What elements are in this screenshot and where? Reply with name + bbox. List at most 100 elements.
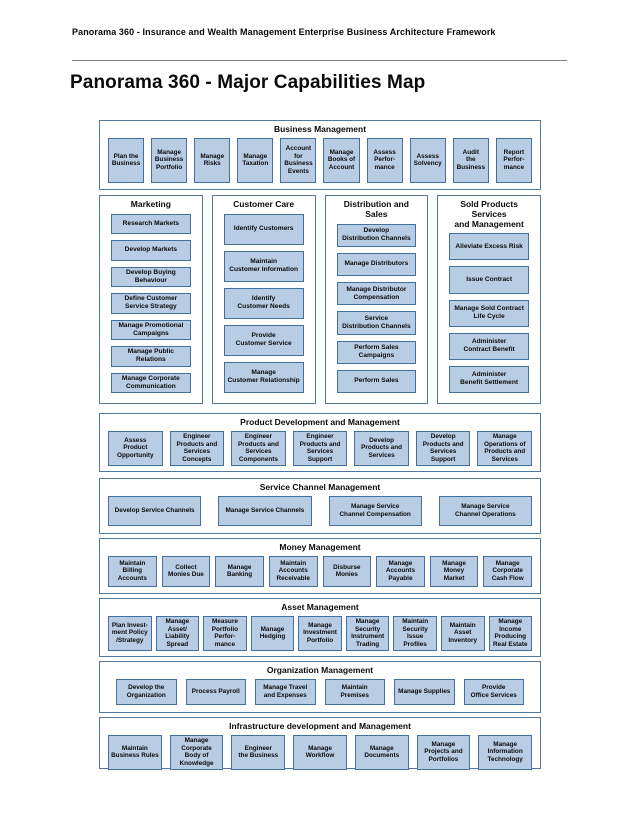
capability-box: Manage Distributor Compensation (336, 282, 417, 306)
document-header: Panorama 360 - Insurance and Wealth Mana… (72, 27, 496, 37)
capability-box: Develop Service Channels (108, 495, 202, 526)
capability-box: Maintain Customer Information (223, 250, 304, 282)
section-title: Business Management (273, 124, 367, 134)
section-title: Service Channel Management (259, 482, 381, 492)
capability-box: Develop Buying Behaviour (111, 266, 191, 288)
capability-box: Maintain Billing Accounts (108, 555, 157, 587)
capability-box: Research Markets (111, 213, 191, 235)
capability-box: Assess Perfor- mance (366, 137, 403, 183)
capability-box: Manage Banking (215, 555, 264, 587)
capability-box: Manage Security Instrument Trading (345, 615, 390, 652)
capability-box: Manage Corporate Cash Flow (483, 555, 532, 587)
capability-box: Manage Investment Portfolio (298, 615, 342, 652)
capability-box: Maintain Business Rules (108, 734, 162, 771)
page-title: Panorama 360 - Major Capabilities Map (70, 72, 426, 93)
capability-box: Manage Supplies (394, 678, 455, 705)
capability-box: Manage Travel and Expenses (255, 678, 316, 705)
capability-box-row: Assess Product Opportunity Engineer Produ… (106, 430, 534, 472)
capability-box: Disburse Monies (322, 555, 372, 587)
capability-box: Engineer Products and Services Support (292, 430, 348, 467)
capability-box: Manage Corporate Communication (111, 372, 191, 394)
capability-box: Manage Books of Account (323, 137, 360, 183)
capability-box: Account for Business Events (280, 137, 317, 183)
capability-box: Perform Sales Campaigns (336, 340, 417, 364)
header-divider (72, 60, 567, 61)
capability-box: Manage Business Portfolio (151, 137, 188, 183)
capability-box: Manage Money Market (429, 555, 479, 587)
capability-box: Manage Asset/ Liability Spread (155, 615, 200, 652)
capability-box: Manage Projects and Portfolios (416, 734, 471, 771)
capability-box: Maintain Security Issue Profiles (393, 615, 437, 652)
capability-box: Collect Monies Due (161, 555, 211, 587)
capability-box: Assess Product Opportunity (108, 430, 163, 467)
section-title: Asset Management (281, 602, 359, 612)
capability-box: Manage Accounts Payable (376, 555, 425, 587)
capability-box: Manage Corporate Body of Knowledge (169, 734, 224, 771)
capability-box: Manage Public Relations (111, 346, 191, 367)
capability-box: Manage Taxation (237, 137, 274, 183)
column-title: Distribution and Sales (343, 199, 409, 219)
capability-box: Identify Customer Needs (223, 287, 304, 319)
capability-box: Maintain Premises (324, 678, 385, 705)
capability-box: Define Customer Service Strategy (111, 293, 191, 314)
section-title: Money Management (279, 542, 361, 552)
column-title: Marketing (130, 199, 171, 209)
capability-box: Manage Hedging (250, 615, 295, 652)
capability-box: Engineer Products and Services Component… (231, 430, 286, 467)
capability-box: Develop Products and Services (354, 430, 409, 467)
capability-box: Maintain Accounts Receivable (268, 555, 318, 587)
capability-box: Alleviate Excess Risk (449, 233, 529, 261)
capability-box: Manage Customer Relationship (223, 361, 304, 393)
capability-box: Manage Workflow (293, 734, 347, 771)
capability-box: Manage Sold Contract Life Cycle (449, 299, 529, 327)
capability-box: Identify Customers (223, 213, 304, 245)
capability-box: Engineer the Business (231, 734, 286, 771)
capability-box: Maintain Asset Inventory (440, 615, 485, 652)
capability-box: Service Distribution Channels (336, 311, 417, 335)
capability-box: Manage Risks (194, 137, 231, 183)
section-title: Product Development and Management (240, 417, 400, 427)
capability-box: Manage Information Technology (478, 734, 533, 771)
capability-box: Manage Distributors (336, 252, 417, 277)
capability-box: Develop Products and Services Support (415, 430, 471, 467)
capability-box: Administer Contract Benefit (449, 332, 529, 360)
capability-box-row: Develop the Organization Process Payroll M… (106, 678, 534, 712)
capability-box: Manage Service Channel Operations (438, 495, 532, 526)
capability-box: Provide Customer Service (223, 324, 304, 356)
capability-box: Manage Service Channels (218, 495, 312, 526)
section-title: Infrastructure development and Managemen… (229, 721, 411, 731)
section-title: Organization Management (266, 665, 374, 675)
capability-box: Measure Portfolio Perfor- mance (203, 615, 247, 652)
capability-box: Audit the Business (452, 137, 489, 183)
capability-box: Report Perfor- mance (495, 137, 532, 183)
capability-box: Develop the Organization (116, 678, 177, 705)
capability-box: Manage Promotional Campaigns (111, 319, 191, 341)
column-title: Customer Care (233, 199, 295, 209)
capability-box: Issue Contract (449, 266, 529, 294)
capability-box: Process Payroll (185, 678, 246, 705)
capability-box: Plan Invest- ment Policy /Strategy (108, 615, 152, 652)
capability-box: Manage Documents (354, 734, 409, 771)
capability-box-row: Develop Service Channels Manage Service C… (106, 495, 534, 533)
capability-box: Develop Markets (111, 240, 191, 261)
capability-box: Assess Solvency (409, 137, 446, 183)
